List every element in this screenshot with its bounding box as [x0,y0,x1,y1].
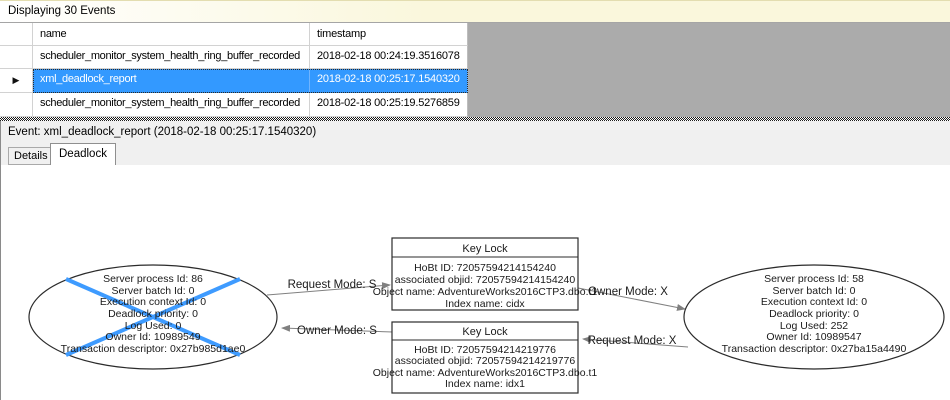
event-row-selected[interactable]: ▶ xml_deadlock_report 2018-02-18 00:25:1… [0,69,468,93]
svg-text:Key Lock: Key Lock [462,243,508,255]
resource-node-bottom: Key Lock HoBt ID: 72057594214219776 asso… [373,321,598,394]
tab-deadlock[interactable]: Deadlock [50,143,116,165]
edge-label-owner-x: Owner Mode: X [588,286,668,298]
edge-owner-x-arrow [577,287,686,311]
edge-label-request-s: Request Mode: S [288,279,377,291]
tab-details[interactable]: Details [8,147,54,165]
svg-text:Object name: AdventureWorks201: Object name: AdventureWorks2016CTP3.dbo.… [373,367,598,379]
events-count-label: Displaying 30 Events [8,5,116,17]
svg-text:associated objid: 720575942142: associated objid: 72057594214219776 [395,355,576,367]
svg-text:Log Used: 0: Log Used: 0 [125,320,182,332]
svg-text:Transaction descriptor: 0x27ba: Transaction descriptor: 0x27ba15a4490 [722,343,907,355]
svg-text:HoBt ID: 72057594214154240: HoBt ID: 72057594214154240 [414,262,556,274]
events-grid: name timestamp scheduler_monitor_system_… [0,23,468,117]
row-selector-cell[interactable] [0,93,33,117]
row-selector-header-cell[interactable] [0,23,33,46]
event-summary-label: Event: xml_deadlock_report (2018-02-18 0… [8,126,317,138]
svg-text:Server batch Id: 0: Server batch Id: 0 [773,285,856,297]
svg-text:associated objid: 720575942141: associated objid: 72057594214154240 [395,274,576,286]
process-node-victim: Server process Id: 86 Server batch Id: 0… [28,264,278,370]
svg-text:Owner Id: 10989547: Owner Id: 10989547 [766,331,861,343]
event-name-cell[interactable]: scheduler_monitor_system_health_ring_buf… [33,93,310,117]
deadlock-tab-content: Server process Id: 86 Server batch Id: 0… [1,165,950,400]
victim-cross-icon [65,277,241,357]
row-selector-cell[interactable]: ▶ [0,69,33,93]
pane-splitter[interactable] [0,117,950,121]
edge-request-s-arrow [266,282,391,296]
grid-header-row: name timestamp [0,23,468,46]
svg-text:Execution context Id: 0: Execution context Id: 0 [100,296,206,308]
edge-owner-s-arrow [281,324,394,333]
svg-text:HoBt ID: 72057594214219776: HoBt ID: 72057594214219776 [414,344,556,356]
svg-text:Server batch Id: 0: Server batch Id: 0 [112,285,195,297]
event-row[interactable]: scheduler_monitor_system_health_ring_buf… [0,46,468,69]
svg-text:Server process Id: 86: Server process Id: 86 [103,273,203,285]
row-selector-cell[interactable] [0,46,33,69]
svg-text:Deadlock priority: 0: Deadlock priority: 0 [769,308,859,320]
event-row[interactable]: scheduler_monitor_system_health_ring_buf… [0,93,468,117]
current-row-arrow-icon: ▶ [12,75,20,85]
svg-text:Transaction descriptor: 0x27b9: Transaction descriptor: 0x27b985d1ae0 [61,343,246,355]
svg-text:Index name: idx1: Index name: idx1 [445,378,525,390]
edge-label-request-x: Request Mode: X [588,335,677,347]
event-timestamp-cell[interactable]: 2018-02-18 00:24:19.3516078 [310,46,468,69]
svg-text:Key Lock: Key Lock [462,326,508,338]
event-timestamp-cell[interactable]: 2018-02-18 00:25:17.1540320 [310,69,468,93]
svg-text:Server process Id: 58: Server process Id: 58 [764,273,864,285]
resource-node-top: Key Lock HoBt ID: 72057594214154240 asso… [373,237,598,311]
edge-request-x-arrow [582,336,689,348]
svg-text:Deadlock priority: 0: Deadlock priority: 0 [108,308,198,320]
events-count-bar: Displaying 30 Events [0,0,950,23]
grid-empty-area [468,23,950,117]
column-header-timestamp[interactable]: timestamp [310,23,468,46]
svg-text:Object name: AdventureWorks201: Object name: AdventureWorks2016CTP3.dbo.… [373,286,598,298]
svg-text:Owner Id: 10989549: Owner Id: 10989549 [105,331,200,343]
event-name-cell[interactable]: xml_deadlock_report [33,69,310,93]
selected-row-focus-rect[interactable]: xml_deadlock_report 2018-02-18 00:25:17.… [33,69,468,93]
deadlock-graph: Server process Id: 86 Server batch Id: 0… [28,237,945,394]
event-name-cell[interactable]: scheduler_monitor_system_health_ring_buf… [33,46,310,69]
event-timestamp-cell[interactable]: 2018-02-18 00:25:19.5276859 [310,93,468,117]
edge-label-owner-s: Owner Mode: S [297,325,377,337]
process-node: Server process Id: 58 Server batch Id: 0… [683,264,945,370]
column-header-name[interactable]: name [33,23,310,46]
svg-text:Log Used: 252: Log Used: 252 [780,320,848,332]
svg-text:Execution context Id: 0: Execution context Id: 0 [761,296,867,308]
svg-text:Index name: cidx: Index name: cidx [445,298,525,310]
